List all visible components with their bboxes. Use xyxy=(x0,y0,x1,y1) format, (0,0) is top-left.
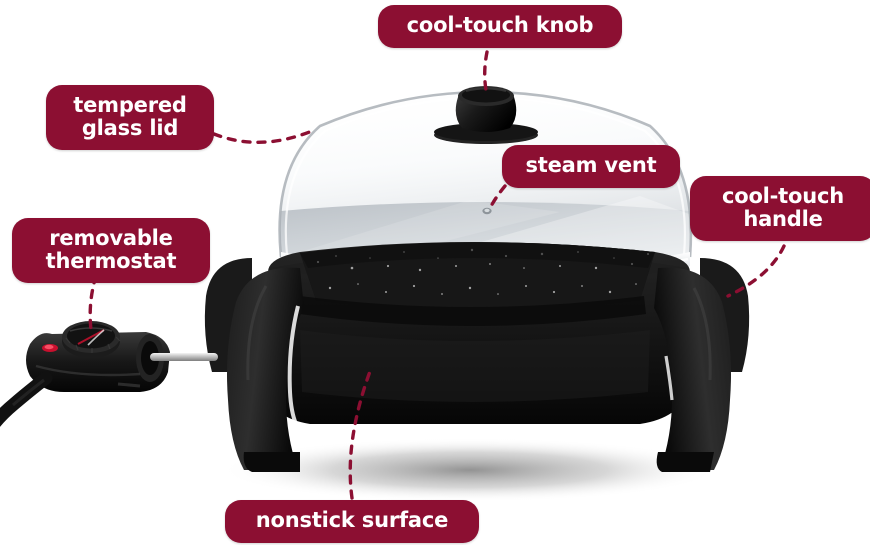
thermostat-probe xyxy=(150,353,218,361)
steam-vent xyxy=(482,207,492,215)
removable-thermostat xyxy=(0,321,218,427)
thermostat-dial xyxy=(62,321,121,358)
skillet-body xyxy=(266,242,690,424)
label-cool-touch-handle[interactable]: cool-touch handle xyxy=(690,176,870,242)
skillet-legs-front xyxy=(227,267,731,472)
nonstick-surface xyxy=(300,242,655,311)
label-removable-thermostat[interactable]: removable thermostat xyxy=(12,218,210,284)
floor-shadow xyxy=(220,438,720,502)
label-nonstick-surface[interactable]: nonstick surface xyxy=(225,500,479,543)
label-tempered-glass-lid[interactable]: tempered glass lid xyxy=(46,85,214,151)
label-cool-touch-knob[interactable]: cool-touch knob xyxy=(378,5,622,48)
cool-touch-knob xyxy=(434,86,538,144)
label-steam-vent[interactable]: steam vent xyxy=(502,145,680,188)
